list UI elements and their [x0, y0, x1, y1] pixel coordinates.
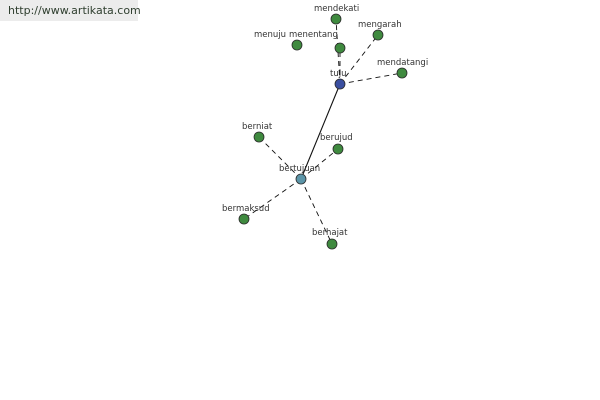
edge-bertujuan-bermaksud [243, 178, 302, 220]
node-label-mengarah[interactable]: mengarah [358, 20, 402, 30]
node-label-berujud[interactable]: berujud [320, 133, 353, 143]
node-tuju[interactable] [334, 78, 346, 90]
edge-tuju-mengarah [339, 34, 379, 85]
node-bermaksud[interactable] [238, 213, 250, 225]
node-mendatangi[interactable] [396, 67, 408, 79]
edge-tuju-bertujuan [300, 83, 341, 180]
edge-bertujuan-berhajat [300, 178, 333, 245]
node-berniat[interactable] [253, 131, 265, 143]
node-label-berhajat[interactable]: berhajat [312, 228, 348, 238]
labels-layer: tujubertujuanmendekatimengarahmenentangm… [222, 4, 428, 238]
edge-bertujuan-berujud [300, 148, 339, 180]
node-menuju[interactable] [291, 39, 303, 51]
edge-tuju-mendatangi [339, 72, 403, 85]
node-label-mendatangi[interactable]: mendatangi [377, 58, 428, 68]
node-label-berniat[interactable]: berniat [242, 122, 273, 132]
source-url[interactable]: http://www.artikata.com [0, 0, 141, 21]
node-berhajat[interactable] [326, 238, 338, 250]
node-berujud[interactable] [332, 143, 344, 155]
nodes-layer [238, 13, 408, 250]
node-menentang[interactable] [334, 42, 346, 54]
node-bertujuan[interactable] [295, 173, 307, 185]
edge-bertujuan-berniat [258, 136, 302, 180]
node-label-bermaksud[interactable]: bermaksud [222, 204, 270, 214]
edge-tuju-mendekati [335, 18, 341, 85]
node-label-menuju[interactable]: menuju [254, 30, 286, 40]
node-label-tuju[interactable]: tuju [330, 69, 346, 79]
node-label-mendekati[interactable]: mendekati [314, 4, 359, 14]
node-mendekati[interactable] [330, 13, 342, 25]
node-label-bertujuan[interactable]: bertujuan [279, 164, 320, 174]
node-mengarah[interactable] [372, 29, 384, 41]
edges-layer [243, 18, 403, 245]
node-label-menentang[interactable]: menentang [289, 30, 338, 40]
